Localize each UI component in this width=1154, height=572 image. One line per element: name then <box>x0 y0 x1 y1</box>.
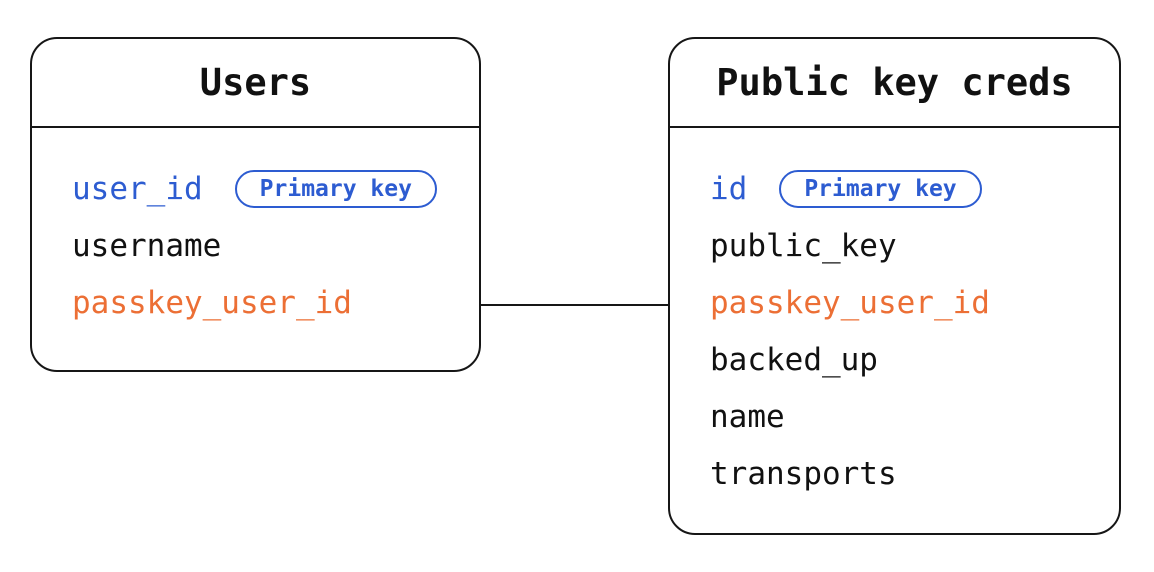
field-name: id <box>710 170 748 207</box>
relationship-line <box>479 304 670 306</box>
field-name: public_key <box>710 227 897 264</box>
primary-key-badge: Primary key <box>779 169 982 208</box>
field-name: user_id <box>72 170 203 207</box>
field-row: backed_up <box>670 331 1119 388</box>
field-row: name <box>670 388 1119 445</box>
table-header-public-key-creds: Public key creds <box>670 39 1119 128</box>
primary-key-badge: Primary key <box>234 169 437 208</box>
field-row: id Primary key <box>670 160 1119 217</box>
table-title: Users <box>199 61 312 104</box>
field-row: transports <box>670 445 1119 502</box>
field-name: passkey_user_id <box>710 284 990 321</box>
field-row: passkey_user_id <box>670 274 1119 331</box>
field-list: user_id Primary key username passkey_user_i… <box>32 128 479 331</box>
field-row: public_key <box>670 217 1119 274</box>
field-name: username <box>72 227 222 264</box>
table-title: Public key creds <box>716 61 1073 104</box>
field-row: passkey_user_id <box>32 274 479 331</box>
field-name: backed_up <box>710 341 878 378</box>
field-row: user_id Primary key <box>32 160 479 217</box>
field-row: username <box>32 217 479 274</box>
field-name: name <box>710 398 785 435</box>
field-name: passkey_user_id <box>72 284 352 321</box>
table-card-users: Users user_id Primary key username passkey_… <box>30 37 481 372</box>
table-card-public-key-creds: Public key creds id Primary key public_key… <box>668 37 1121 535</box>
field-name: transports <box>710 455 897 492</box>
table-header-users: Users <box>32 39 479 128</box>
